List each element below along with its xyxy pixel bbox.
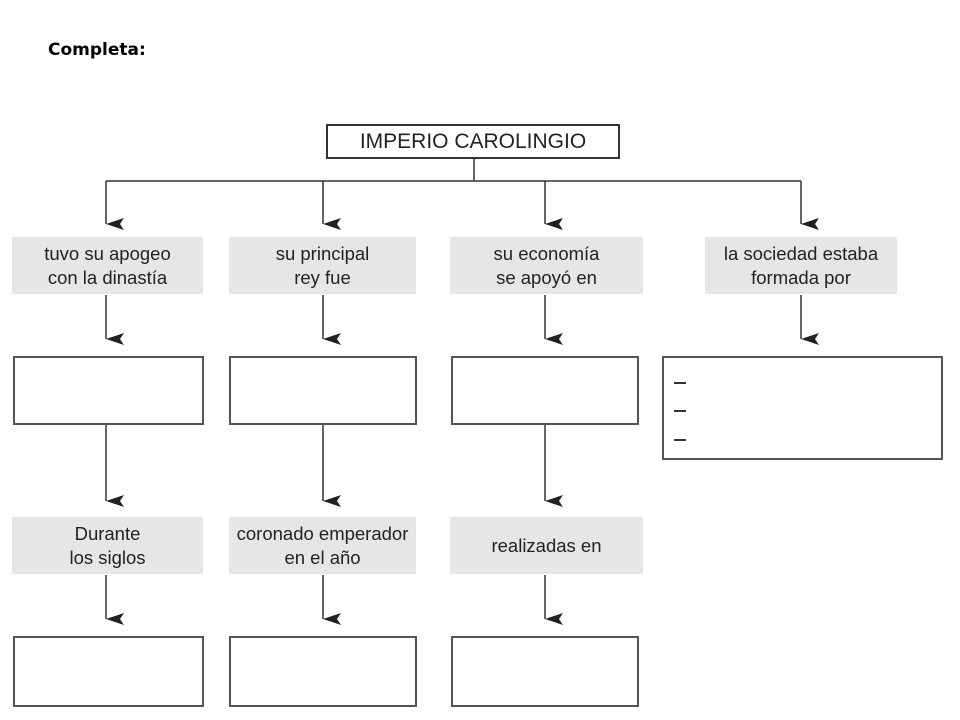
diagram-title-box: IMPERIO CAROLINGIO xyxy=(326,124,620,159)
list-marker xyxy=(674,410,686,412)
answer-box-economia[interactable] xyxy=(451,356,639,425)
prompt-economia: su economía se apoyó en xyxy=(450,237,643,294)
prompt-sociedad: la sociedad estaba formada por xyxy=(705,237,897,294)
answer-box-dinastia[interactable] xyxy=(13,356,204,425)
prompt-siglos: Durante los siglos xyxy=(12,517,203,574)
diagram-title: IMPERIO CAROLINGIO xyxy=(359,129,587,153)
answer-box-siglos[interactable] xyxy=(13,636,204,707)
answer-box-sociedad[interactable] xyxy=(662,356,943,460)
instruction-heading: Completa: xyxy=(48,40,146,60)
answer-box-realizadas[interactable] xyxy=(451,636,639,707)
prompt-anio: coronado emperador en el año xyxy=(229,517,416,574)
list-marker xyxy=(674,382,686,384)
prompt-realizadas: realizadas en xyxy=(450,517,643,574)
answer-box-anio[interactable] xyxy=(229,636,417,707)
answer-box-rey[interactable] xyxy=(229,356,417,425)
prompt-dinastia: tuvo su apogeo con la dinastía xyxy=(12,237,203,294)
list-marker xyxy=(674,439,686,441)
prompt-rey: su principal rey fue xyxy=(229,237,416,294)
